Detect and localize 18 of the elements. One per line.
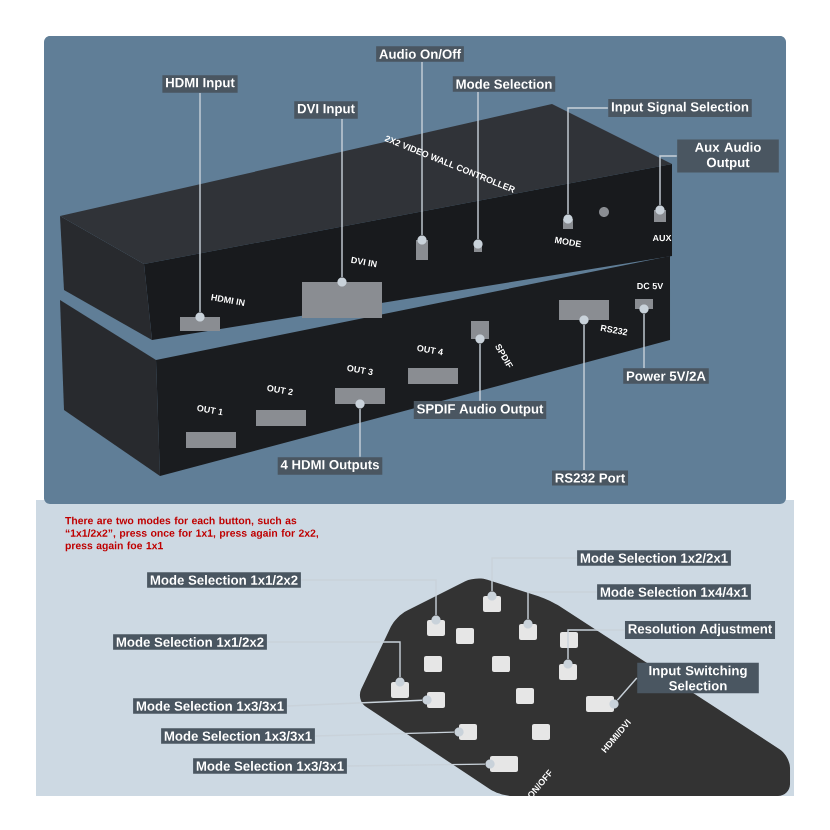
leader-line: [346, 763, 486, 767]
leader-line: [199, 92, 201, 313]
leader-line: [286, 699, 423, 707]
leader-line: [567, 107, 609, 215]
leader-line: [314, 731, 455, 737]
leader-line: [583, 324, 585, 471]
leader-line: [491, 557, 578, 592]
leader-line: [477, 91, 479, 240]
leader-line: [300, 579, 437, 616]
leader-line: [567, 629, 626, 660]
leader-line: [359, 408, 361, 458]
leader-line: [616, 677, 638, 701]
leader-line: [421, 61, 423, 236]
leader-line: [341, 118, 343, 278]
leader-line: [659, 155, 678, 206]
leader-line: [266, 641, 401, 678]
leader-line: [527, 591, 598, 620]
leader-line: [479, 343, 481, 402]
